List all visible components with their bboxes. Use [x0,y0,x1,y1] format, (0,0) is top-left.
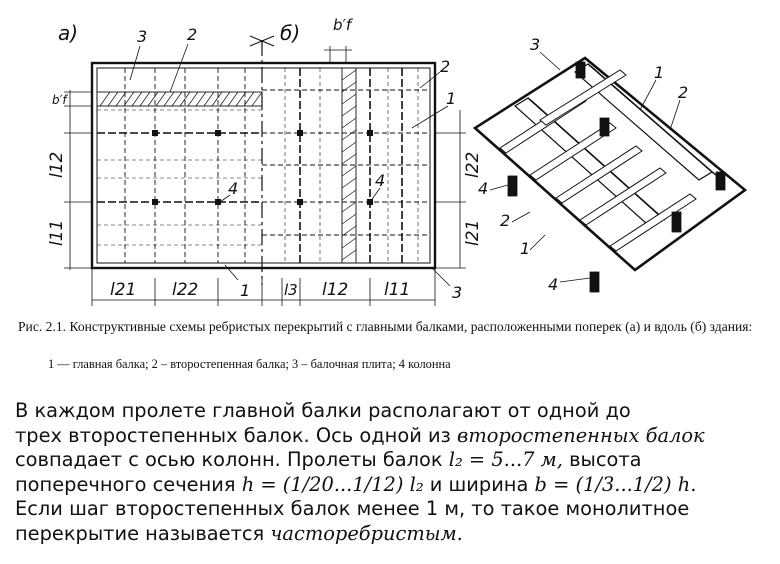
plan-b-hatched-strip [341,67,357,264]
svg-text:2: 2 [187,25,197,44]
plan-a-main-beams [97,132,262,203]
svg-text:l11: l11 [47,220,67,246]
left-dimension-line [64,90,92,270]
body-line-3: совпадает с осью колонн. Пролеты балок l… [15,448,642,471]
svg-text:4: 4 [478,179,488,198]
svg-text:4: 4 [228,179,238,198]
svg-text:l11: l11 [384,280,410,300]
body-line-4: поперечного сечения h = (1/20...1/12) l₂… [15,472,697,496]
plan-inner-outline [96,67,431,264]
body-line-5: Если шаг второстепенных балок менее 1 м,… [15,497,690,520]
svg-text:1: 1 [240,281,250,300]
svg-text:l21: l21 [110,280,136,300]
plan-columns [152,130,373,205]
svg-text:l22: l22 [463,152,483,178]
svg-text:4: 4 [375,171,385,190]
body-paragraph: В каждом пролете главной балки располага… [15,399,765,546]
right-dimension-line [435,110,466,269]
svg-text:l3: l3 [284,281,298,299]
body-line-6: перекрытие называется часторебристым. [15,521,463,545]
svg-text:2: 2 [500,211,510,230]
svg-text:l21: l21 [463,220,483,246]
svg-text:3: 3 [137,27,147,46]
svg-text:l12: l12 [322,280,348,300]
figure-legend: 1 — главная балка; 2 – второстепенная ба… [48,356,451,372]
body-line-1: В каждом пролете главной балки располага… [15,399,631,422]
plan-a-secondary-beams [124,68,246,263]
svg-text:3: 3 [530,35,540,54]
plan-b-secondary-beams [262,89,430,236]
svg-text:2: 2 [678,83,688,102]
panel-label-a: а) [58,21,78,45]
svg-text:3: 3 [452,283,462,302]
panel-label-b: б) [280,21,300,45]
axonometric-view [472,51,748,293]
svg-text:l22: l22 [172,280,198,300]
svg-text:b′f: b′f [333,16,354,34]
figure-drawing: а) б) 3 2 b′f 2 1 4 4 1 3 b′f l12 l11 l2… [47,16,748,306]
plan-a-hatched-strip [96,91,263,107]
bottom-dimension-line [91,268,436,306]
figure-caption: Рис. 2.1. Конструктивные схемы ребристых… [18,318,763,335]
body-line-2: трех второстепенных балок. Ось одной из … [15,423,705,447]
figure-labels: а) б) 3 2 b′f 2 1 4 4 1 3 b′f l12 l11 l2… [47,16,688,302]
svg-text:2: 2 [440,57,450,76]
svg-text:4: 4 [548,275,558,294]
plan-outline [90,61,437,270]
svg-text:1: 1 [446,89,456,108]
svg-text:b′f: b′f [52,93,68,107]
svg-text:1: 1 [520,239,530,258]
caption-text: Рис. 2.1. Конструктивные схемы ребристых… [18,319,753,334]
svg-text:1: 1 [654,63,664,82]
legend-text: 1 — главная балка; 2 – второстепенная ба… [48,357,451,371]
svg-text:l12: l12 [47,152,67,178]
